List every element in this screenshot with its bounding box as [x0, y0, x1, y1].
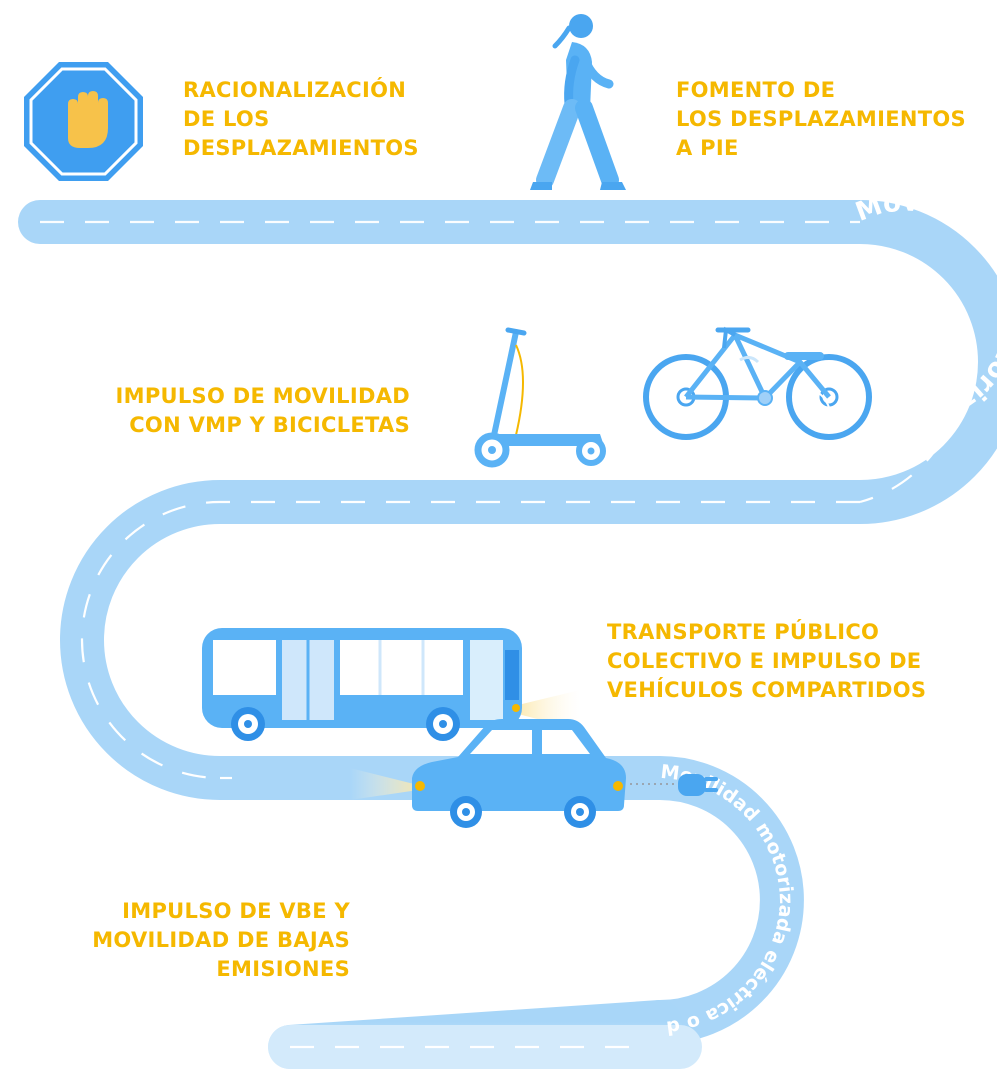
- label-racionalizacion: RACIONALIZACIÓN DE LOS DESPLAZAMIENTOS: [183, 78, 419, 160]
- electric-plug-icon: [630, 774, 718, 796]
- electric-scooter-icon: [474, 327, 606, 468]
- label-transporte: TRANSPORTE PÚBLICO COLECTIVO E IMPULSO D…: [607, 620, 927, 702]
- electric-car-icon: [350, 719, 626, 828]
- label-vmp: IMPULSO DE MOVILIDAD CON VMP Y BICICLETA…: [115, 384, 410, 437]
- label-vbe: IMPULSO DE VBE Y MOVILIDAD DE BAJAS EMIS…: [92, 899, 350, 981]
- winding-road: [18, 200, 997, 1069]
- stop-sign-hand-icon: [24, 62, 143, 181]
- label-fomento: FOMENTO DE LOS DESPLAZAMIENTOS A PIE: [676, 78, 966, 160]
- bicycle-icon: [643, 326, 872, 440]
- bus-icon: [202, 628, 580, 741]
- walking-person-icon: [530, 14, 626, 190]
